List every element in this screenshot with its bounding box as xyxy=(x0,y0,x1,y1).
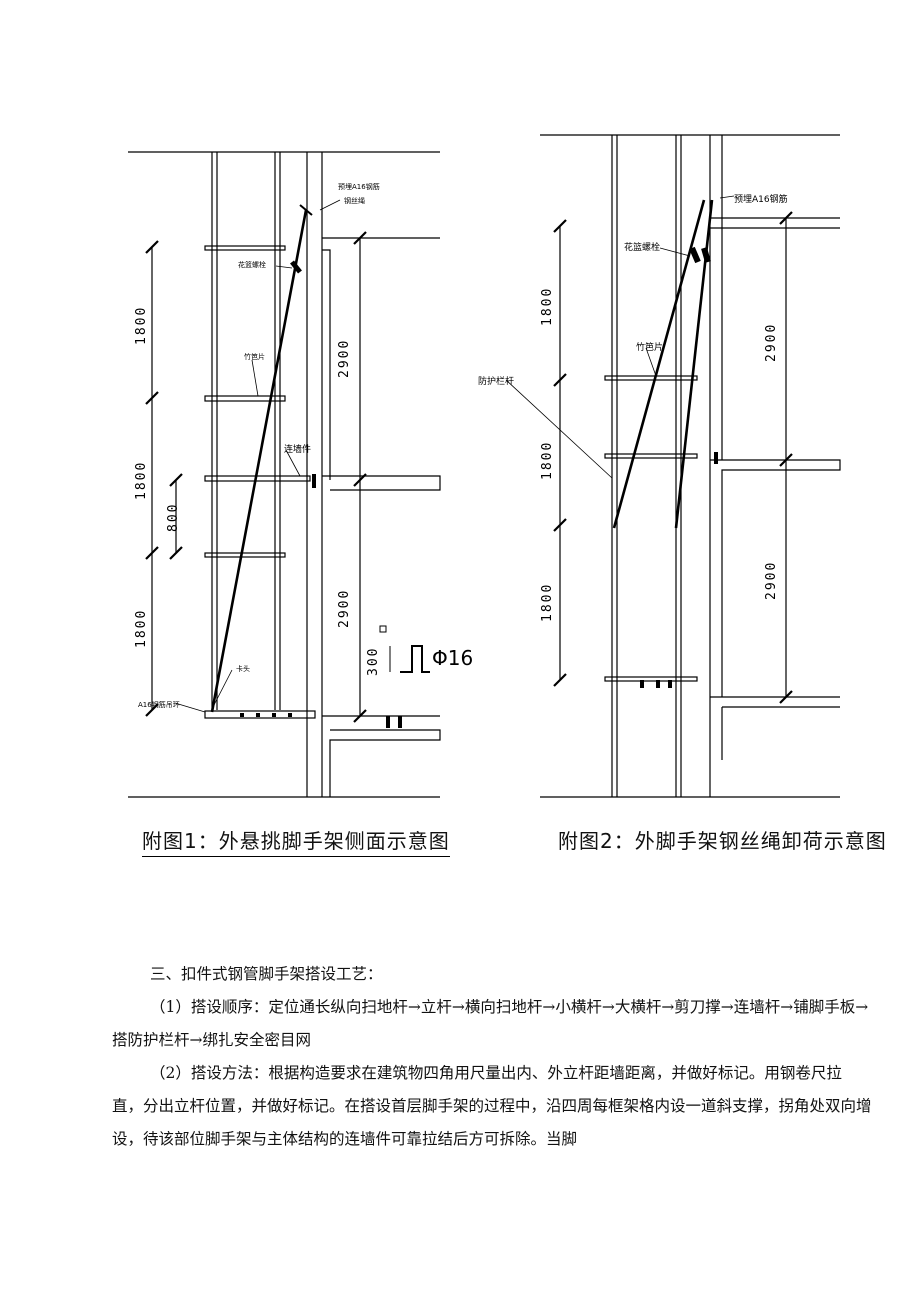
fig1-dim-2900-bottom: 2900 xyxy=(337,588,352,628)
body-text: 三、扣件式钢管脚手架搭设工艺： （1）搭设顺序：定位通长纵向扫地杆→立杆→横向扫… xyxy=(112,958,872,1156)
fig1-dim-1800-top: 1800 xyxy=(134,305,149,345)
fig2-label-turnbuckle: 花篮螺栓 xyxy=(624,243,661,253)
fig1-dim-1800-mid: 1800 xyxy=(134,460,149,500)
fig2-dim-2900-top: 2900 xyxy=(764,322,779,362)
fig1-label-bottom-anchor: A16钢筋吊环 xyxy=(138,701,180,709)
fig1-caption: 附图1：外悬挑脚手架侧面示意图 xyxy=(142,825,450,857)
fig1-dim-300: 300 xyxy=(366,646,381,676)
fig2-dim-2900-bottom: 2900 xyxy=(764,560,779,600)
fig1-rebar-label: Φ16 xyxy=(432,646,474,670)
fig2-caption: 附图2：外脚手架钢丝绳卸荷示意图 xyxy=(558,829,887,853)
paragraph-sequence: （1）搭设顺序：定位通长纵向扫地杆→立杆→横向扫地杆→小横杆→大横杆→剪刀撑→连… xyxy=(112,998,869,1049)
fig2-dim-1800-top: 1800 xyxy=(540,286,555,326)
fig2-label-guardrail: 防护栏杆 xyxy=(478,377,515,387)
fig1-label-rope: 钢丝绳 xyxy=(344,197,365,205)
fig1-label-board: 竹笆片 xyxy=(244,353,265,361)
fig1-label-clip: 卡头 xyxy=(236,665,250,673)
fig1-dim-1800-bottom: 1800 xyxy=(134,608,149,648)
fig1-dim-2900-top: 2900 xyxy=(337,338,352,378)
fig1-dim-800: 800 xyxy=(166,502,181,532)
fig1-label-top-anchor: 预埋A16钢筋 xyxy=(338,183,380,191)
fig1-label-tie: 连墙件 xyxy=(284,445,312,455)
fig2-dim-1800-mid: 1800 xyxy=(540,440,555,480)
paragraph-method: （2）搭设方法：根据构造要求在建筑物四角用尺量出内、外立杆距墙距离，并做好标记。… xyxy=(112,1064,872,1148)
fig2-label-top-anchor: 预埋A16钢筋 xyxy=(734,195,788,205)
section-heading: 三、扣件式钢管脚手架搭设工艺： xyxy=(150,965,383,983)
fig1-label-turnbuckle: 花篮螺栓 xyxy=(238,261,266,269)
fig2-dim-1800-bottom: 1800 xyxy=(540,582,555,622)
fig2-label-board: 竹笆片 xyxy=(636,343,664,353)
